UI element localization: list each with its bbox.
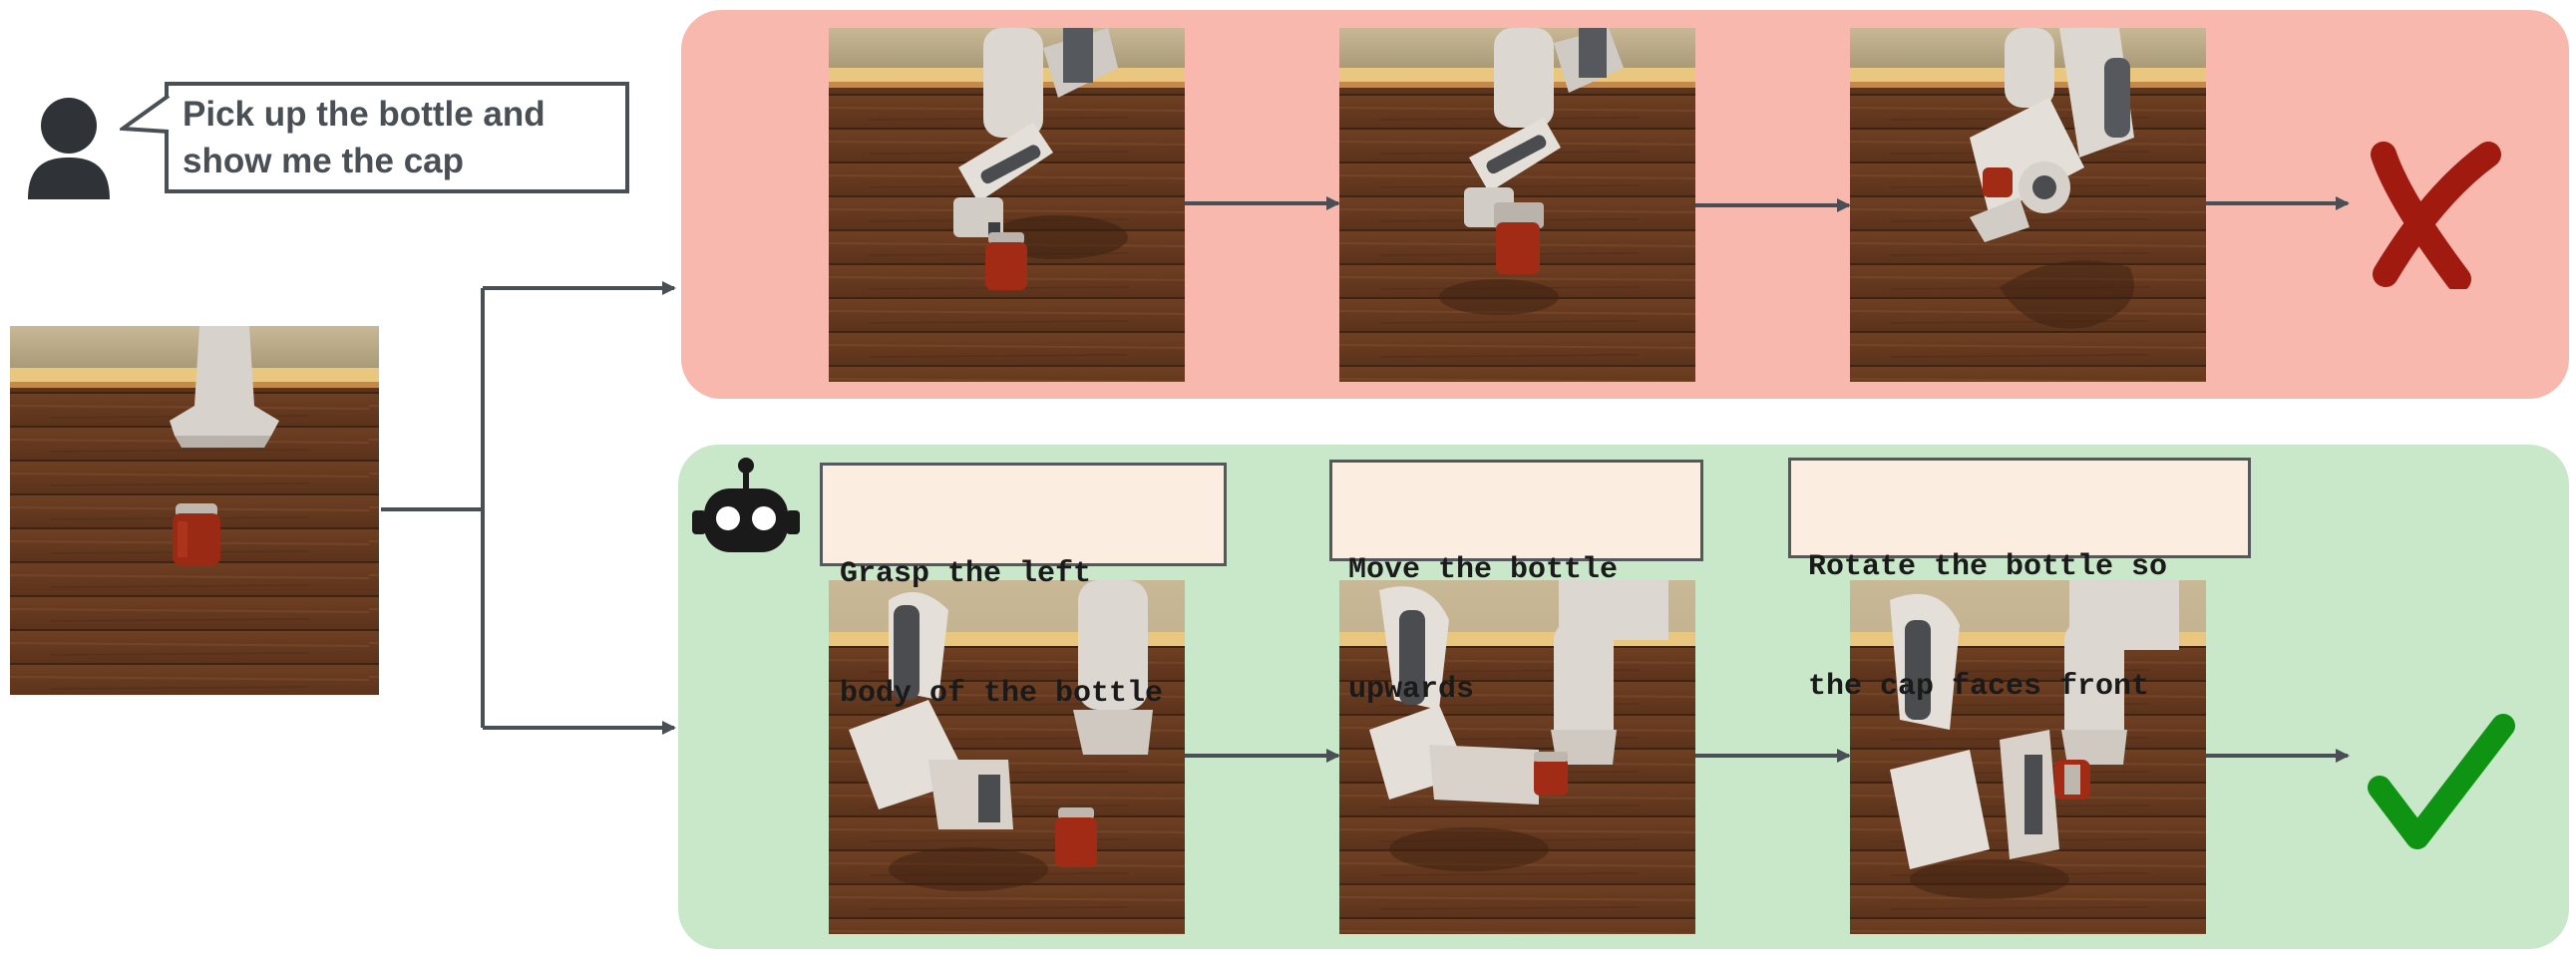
step-2-line-1: Move the bottle: [1348, 553, 1619, 587]
success-frame-2: [1339, 580, 1695, 934]
user-icon: [28, 98, 110, 199]
step-caption-3: [1788, 458, 2251, 558]
step-caption-2-text: Move the bottle upwards: [1348, 471, 1618, 750]
instruction-bubble: [165, 82, 629, 193]
instruction-line-1: Pick up the bottle and: [183, 95, 546, 134]
failure-frame-2: [1339, 28, 1695, 382]
instruction-text: Pick up the bottle and show me the cap: [183, 91, 621, 184]
step-caption-3-text: Rotate the bottle so the cap faces front: [1808, 468, 2167, 747]
success-check-icon: [2368, 714, 2515, 849]
step-2-line-2: upwards: [1348, 673, 1475, 707]
step-caption-1-text: Grasp the left body of the bottle: [840, 475, 1163, 754]
robot-icon: [692, 458, 800, 552]
success-frame-3: [1850, 580, 2206, 934]
step-1-line-1: Grasp the left: [840, 557, 1092, 591]
step-caption-1: [820, 463, 1227, 566]
failure-frame-1: [829, 28, 1185, 382]
step-3-line-1: Rotate the bottle so: [1808, 550, 2168, 584]
step-3-line-2: the cap faces front: [1808, 670, 2150, 704]
failure-frame-3: [1850, 28, 2206, 382]
initial-scene-image: [10, 326, 379, 695]
step-1-line-2: body of the bottle: [840, 677, 1164, 711]
failure-cross-icon: [2371, 142, 2501, 289]
success-frame-1: [829, 580, 1185, 934]
instruction-line-2: show me the cap: [183, 142, 465, 180]
step-caption-2: [1329, 460, 1703, 561]
speech-bubble-tail: [120, 94, 171, 134]
